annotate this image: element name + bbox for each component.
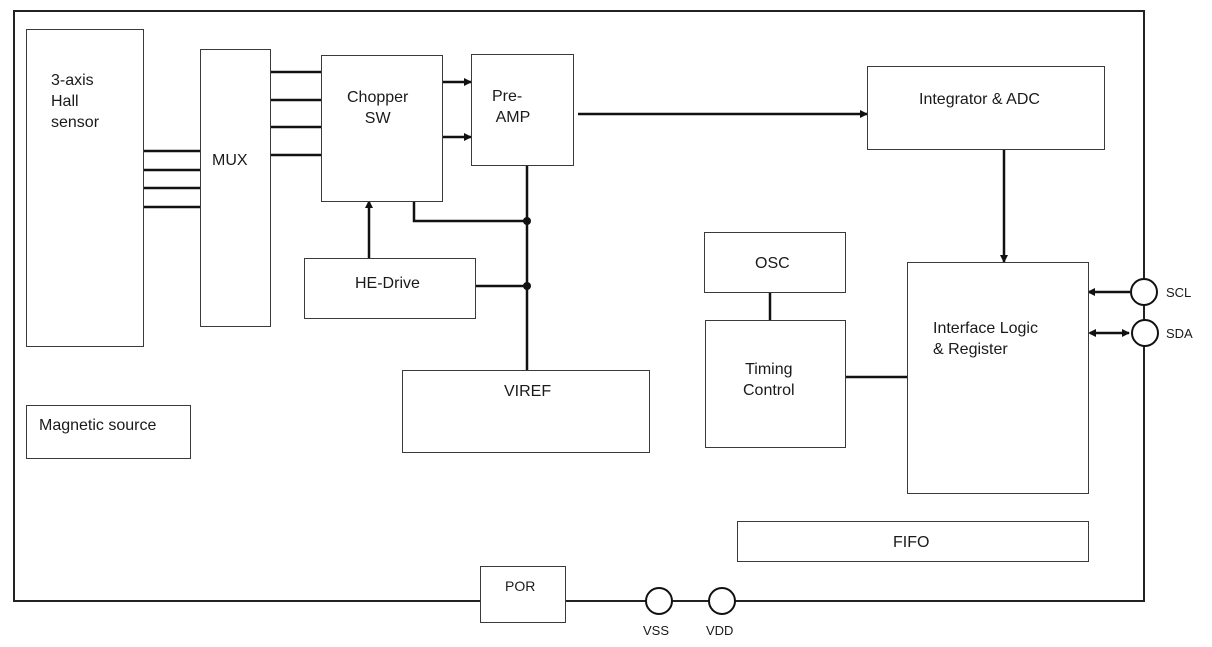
vdd-pin-label: VDD	[706, 623, 734, 638]
hall-to-mux-bus	[143, 149, 200, 209]
mux-block: MUX	[200, 49, 271, 327]
junction-dot	[523, 217, 531, 225]
scl-pin-label: SCL	[1166, 285, 1192, 300]
vss-pin-label: VSS	[643, 623, 670, 638]
vdd-pin-icon	[708, 587, 736, 615]
osc-label: OSC	[755, 255, 790, 272]
timing-control-block: Timing Control	[705, 320, 846, 448]
interface-logic-block: Interface Logic & Register	[907, 262, 1089, 494]
por-block: POR	[480, 566, 566, 623]
chopper-bias-line	[412, 201, 527, 223]
preamp-block: Pre- AMP	[471, 54, 574, 166]
magnetic-source-label: Magnetic source	[39, 417, 157, 434]
he-drive-label: HE-Drive	[355, 275, 420, 292]
sda-pin-label: SDA	[1166, 326, 1193, 341]
he-drive-block: HE-Drive	[304, 258, 476, 319]
junction-dot	[523, 282, 531, 290]
sda-pin-icon	[1131, 319, 1159, 347]
hall-sensor-block: 3-axis Hall sensor	[26, 29, 144, 347]
sda-arrowhead-left	[1088, 329, 1096, 337]
hall-sensor-label: 3-axis Hall sensor	[51, 72, 100, 131]
preamp-label: Pre- AMP	[492, 88, 531, 126]
interface-logic-label: Interface Logic & Register	[933, 320, 1038, 358]
viref-block: VIREF	[402, 370, 650, 453]
timing-control-label: Timing Control	[743, 361, 795, 399]
fifo-label: FIFO	[893, 534, 930, 551]
osc-block: OSC	[704, 232, 846, 293]
integrator-adc-label: Integrator & ADC	[919, 91, 1040, 108]
integrator-adc-block: Integrator & ADC	[867, 66, 1105, 150]
mux-label: MUX	[212, 152, 248, 169]
chopper-block: Chopper SW	[321, 55, 443, 202]
fifo-block: FIFO	[737, 521, 1089, 562]
mux-to-chopper-bus	[270, 70, 321, 157]
scl-pin-icon	[1130, 278, 1158, 306]
chopper-label: Chopper SW	[347, 89, 409, 127]
viref-label: VIREF	[504, 383, 552, 400]
magnetic-source-block: Magnetic source	[26, 405, 191, 459]
por-label: POR	[505, 578, 536, 594]
vss-pin-icon	[645, 587, 673, 615]
